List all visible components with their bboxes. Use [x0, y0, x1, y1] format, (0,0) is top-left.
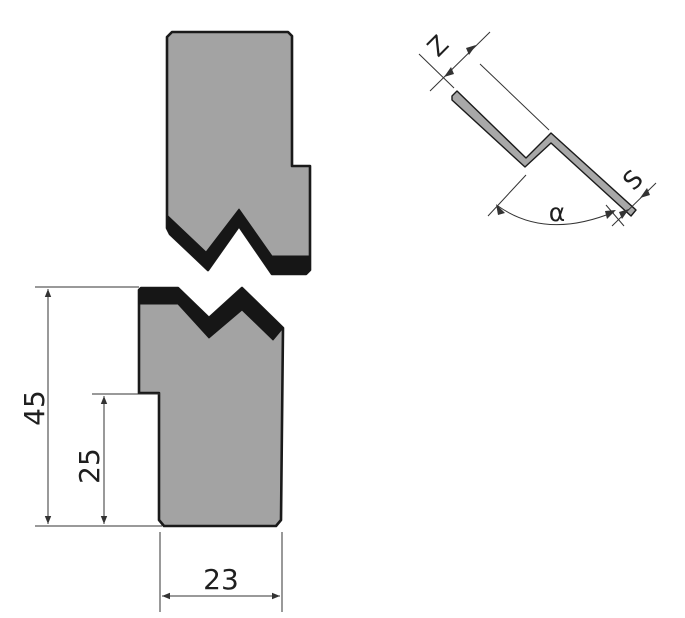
profile-thickness-label: S	[617, 164, 649, 196]
upper-die-hardened-edge	[166, 208, 311, 275]
bent-profile-icon: Z S α	[418, 30, 657, 227]
lower-die-hardened-edge	[138, 287, 284, 341]
profile-flange-label: Z	[422, 30, 455, 63]
dimension-width-label: 23	[203, 563, 239, 596]
dimension-width: 23	[159, 532, 283, 612]
dimension-step-height: 25	[73, 393, 160, 524]
dimension-step-height-label: 25	[73, 448, 106, 484]
profile-strip	[451, 90, 637, 217]
lower-die	[137, 286, 285, 528]
profile-angle-label: α	[549, 198, 565, 227]
dimension-total-height-label: 45	[18, 390, 51, 426]
dimension-total-height: 45	[18, 286, 162, 527]
upper-die	[165, 30, 312, 276]
